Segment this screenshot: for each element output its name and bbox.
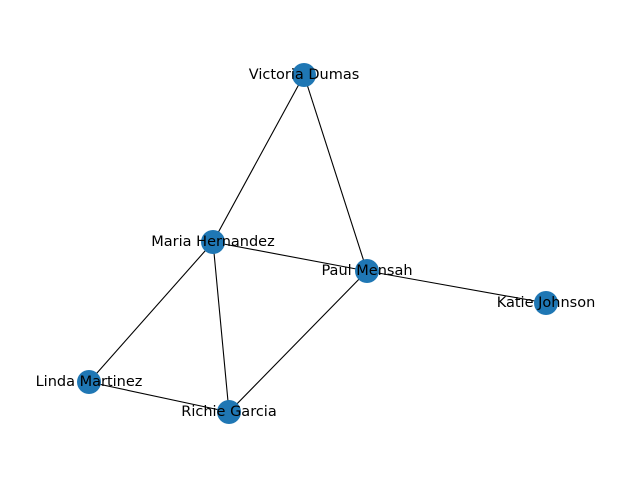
- node-katie: [534, 291, 558, 315]
- edge-maria-paul: [212, 241, 368, 272]
- node-maria: [201, 230, 225, 254]
- edge-linda-richie: [88, 381, 230, 413]
- edges-layer: [88, 74, 547, 413]
- edge-victoria-maria: [212, 74, 305, 243]
- node-paul: [355, 259, 379, 283]
- edge-victoria-paul: [303, 74, 368, 272]
- nodes-layer: [77, 63, 558, 424]
- node-label-victoria: Victoria Dumas: [249, 67, 360, 83]
- node-richie: [217, 400, 241, 424]
- node-linda: [77, 370, 101, 394]
- node-label-katie: Katie Johnson: [497, 295, 596, 311]
- edge-paul-richie: [228, 270, 368, 413]
- node-label-richie: Richie Garcia: [181, 404, 276, 420]
- node-victoria: [292, 63, 316, 87]
- edge-maria-richie: [212, 241, 230, 413]
- node-label-paul: Paul Mensah: [321, 263, 412, 279]
- edge-maria-linda: [88, 241, 214, 383]
- node-label-linda: Linda Martinez: [36, 374, 143, 390]
- edge-paul-katie: [366, 270, 547, 304]
- node-label-maria: Maria Hernandez: [151, 234, 274, 250]
